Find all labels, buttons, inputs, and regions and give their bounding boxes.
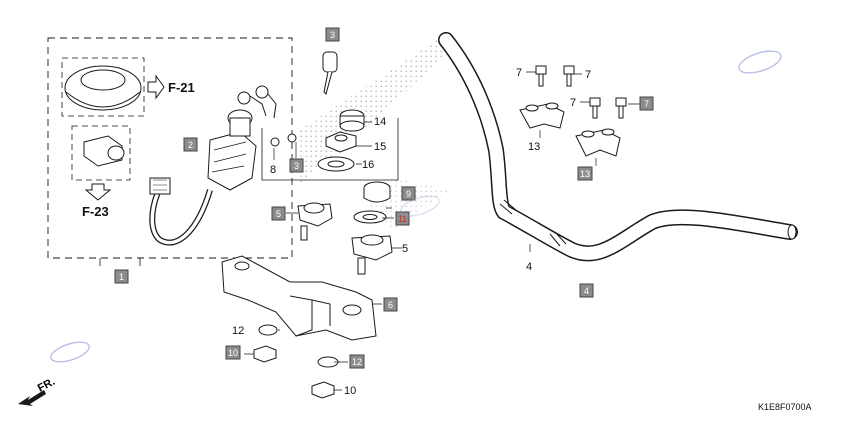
callout-6-box[interactable]: 6 [388,300,393,310]
part-10-nut-b [311,381,335,399]
ref-f23[interactable]: F-23 [82,204,109,219]
figure-code: K1E8F0700A [758,402,812,412]
part-13-holder-b [575,128,621,157]
part-13-holder-a [519,102,565,129]
fr-arrow-icon [18,390,46,406]
callout-11-box[interactable]: 11 [398,214,407,224]
callout-10[interactable]: 10 [344,385,356,397]
callout-7c[interactable]: 7 [570,97,576,109]
callout-1-bracket [99,258,141,266]
part-5-holder-b [351,234,393,275]
part-15-hex-nut [325,131,357,153]
assembly-frame [47,37,293,259]
callout-4-box[interactable]: 4 [584,286,589,296]
screw-8b [287,133,297,143]
part-14-nut [339,109,365,132]
callout-14[interactable]: 14 [374,116,386,128]
handlebar [438,32,798,262]
screw-8a [270,137,280,147]
ref-f21[interactable]: F-21 [168,80,195,95]
callout-3b-box[interactable]: 3 [294,161,299,171]
arrow-f21-icon [147,74,165,100]
callout-10-box[interactable]: 10 [228,348,238,358]
callout-12[interactable]: 12 [232,325,244,337]
ignition-switch [149,85,277,246]
part-9-cap [363,181,391,203]
callout-13-box[interactable]: 13 [580,169,590,179]
leader-lines [244,71,642,391]
callout-2-box[interactable]: 2 [188,140,193,150]
callout-13[interactable]: 13 [528,141,540,153]
callout-5[interactable]: 5 [402,243,408,255]
callout-7a[interactable]: 7 [516,67,522,79]
ignition-keys [237,85,277,119]
callout-3-box[interactable]: 3 [330,30,335,40]
front-direction-arrow: FR. [18,376,57,406]
connector [149,177,171,195]
arrow-f23-icon [84,183,112,201]
callout-5-box[interactable]: 5 [276,209,281,219]
part-12-washer-a [258,324,278,336]
direction-label: FR. [36,376,57,395]
seat-lock-ref-group: F-23 [71,125,131,219]
callout-1-box[interactable]: 1 [119,272,124,282]
callout-15[interactable]: 15 [374,141,386,153]
callout-7-box[interactable]: 7 [644,99,649,109]
callout-4[interactable]: 4 [526,261,532,273]
watermark-logo [50,50,782,363]
fuel-cap-ref-group: F-21 [61,57,195,117]
part-10-nut-a [253,345,277,363]
callout-7b[interactable]: 7 [585,69,591,81]
part-5-holder-a [297,202,333,241]
callout-16[interactable]: 16 [362,159,374,171]
callout-9-box[interactable]: 9 [406,189,411,199]
callout-12-box[interactable]: 12 [352,357,362,367]
callout-8[interactable]: 8 [270,164,276,176]
subassembly-frame [261,118,399,181]
key [322,51,338,95]
